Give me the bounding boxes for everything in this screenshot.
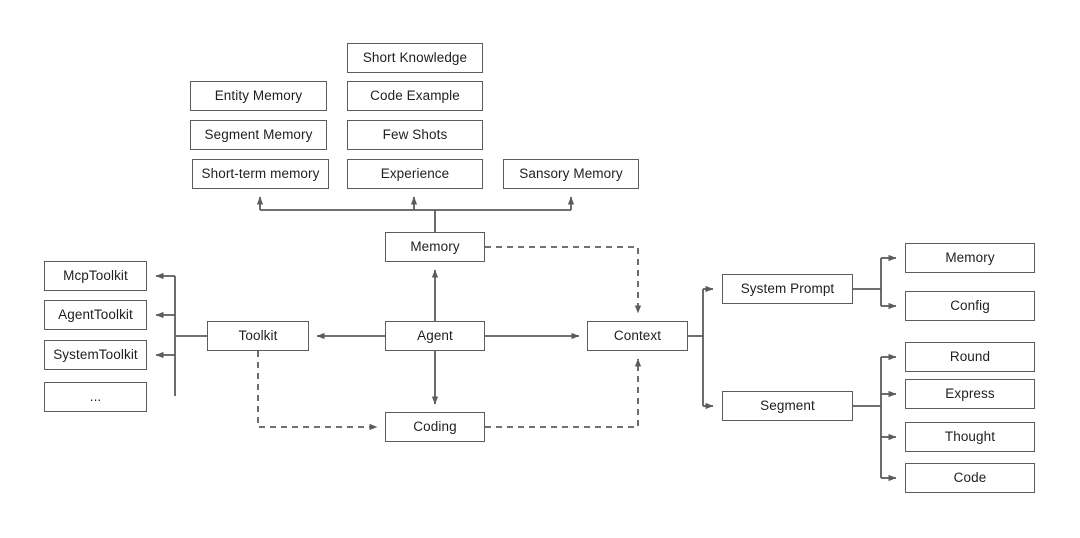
- node-short-knowledge-label: Short Knowledge: [362, 50, 468, 66]
- node-seg-express[interactable]: Express: [905, 379, 1035, 409]
- node-seg-round-label: Round: [949, 349, 991, 365]
- node-ctx-config-label: Config: [950, 298, 990, 314]
- node-seg-express-label: Express: [945, 386, 995, 402]
- node-more-toolkits-label: ...: [89, 389, 102, 405]
- node-mcp-toolkit[interactable]: McpToolkit: [44, 261, 147, 291]
- edge-memory-bus: [260, 209, 571, 232]
- edge-context-bus: [688, 289, 704, 406]
- node-short-knowledge[interactable]: Short Knowledge: [347, 43, 483, 73]
- node-short-term-memory-label: Short-term memory: [201, 166, 320, 182]
- node-short-term-memory[interactable]: Short-term memory: [192, 159, 329, 189]
- node-system-prompt[interactable]: System Prompt: [722, 274, 853, 304]
- node-segment-memory[interactable]: Segment Memory: [190, 120, 327, 150]
- node-context[interactable]: Context: [587, 321, 688, 351]
- node-segment[interactable]: Segment: [722, 391, 853, 421]
- node-sansory-memory-label: Sansory Memory: [519, 166, 623, 182]
- node-ctx-config[interactable]: Config: [905, 291, 1035, 321]
- node-experience[interactable]: Experience: [347, 159, 483, 189]
- node-system-toolkit-label: SystemToolkit: [53, 347, 138, 363]
- node-coding-label: Coding: [413, 419, 457, 435]
- node-memory[interactable]: Memory: [385, 232, 485, 262]
- node-experience-label: Experience: [380, 166, 450, 182]
- node-seg-thought[interactable]: Thought: [905, 422, 1035, 452]
- node-segment-label: Segment: [760, 398, 815, 414]
- node-code-example[interactable]: Code Example: [347, 81, 483, 111]
- edge-coding-to-context-dashed: [485, 358, 642, 428]
- node-seg-round[interactable]: Round: [905, 342, 1035, 372]
- edge-segment-bus: [853, 357, 882, 478]
- node-few-shots[interactable]: Few Shots: [347, 120, 483, 150]
- node-few-shots-label: Few Shots: [382, 127, 448, 143]
- node-memory-label: Memory: [410, 239, 460, 255]
- node-seg-code[interactable]: Code: [905, 463, 1035, 493]
- node-agent-label: Agent: [417, 328, 453, 344]
- node-ctx-memory[interactable]: Memory: [905, 243, 1035, 273]
- node-coding[interactable]: Coding: [385, 412, 485, 442]
- node-agent-toolkit-label: AgentToolkit: [58, 307, 133, 323]
- node-system-prompt-label: System Prompt: [740, 281, 835, 297]
- node-agent-toolkit[interactable]: AgentToolkit: [44, 300, 147, 330]
- node-agent[interactable]: Agent: [385, 321, 485, 351]
- node-entity-memory-label: Entity Memory: [214, 88, 303, 104]
- node-ctx-memory-label: Memory: [945, 250, 995, 266]
- node-seg-code-label: Code: [953, 470, 987, 486]
- node-sansory-memory[interactable]: Sansory Memory: [503, 159, 639, 189]
- node-more-toolkits[interactable]: ...: [44, 382, 147, 412]
- node-seg-thought-label: Thought: [944, 429, 996, 445]
- node-mcp-toolkit-label: McpToolkit: [63, 268, 128, 284]
- node-system-toolkit[interactable]: SystemToolkit: [44, 340, 147, 370]
- node-entity-memory[interactable]: Entity Memory: [190, 81, 327, 111]
- node-segment-memory-label: Segment Memory: [204, 127, 313, 143]
- node-context-label: Context: [613, 328, 662, 344]
- edge-toolkit-bus: [174, 276, 207, 396]
- node-toolkit[interactable]: Toolkit: [207, 321, 309, 351]
- edge-toolkit-to-coding-dashed: [257, 351, 378, 431]
- edge-memory-to-context-dashed: [485, 246, 642, 314]
- edge-system-prompt-bus: [853, 258, 882, 306]
- node-code-example-label: Code Example: [370, 88, 460, 104]
- node-toolkit-label: Toolkit: [238, 328, 278, 344]
